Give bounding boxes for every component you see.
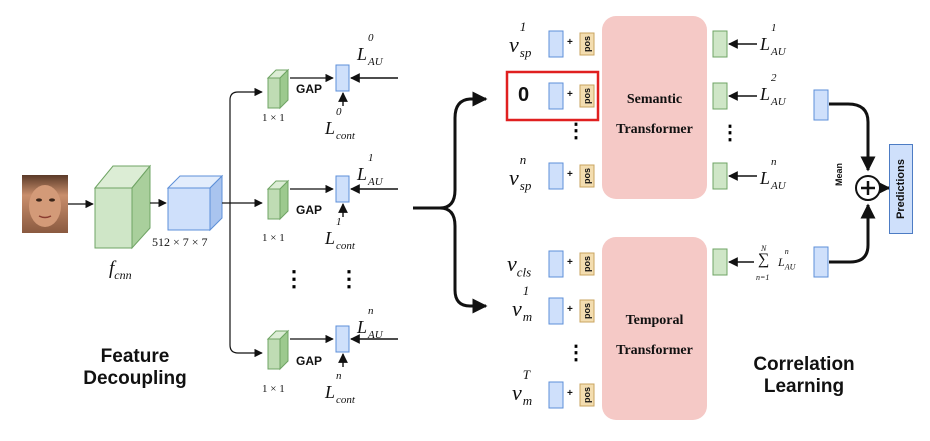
feature-shape-label: 512 × 7 × 7 (152, 235, 208, 249)
output-n (712, 162, 757, 190)
conv-size-label-1: 1 × 1 (262, 232, 285, 244)
left-dots-blue: ⋮ (338, 266, 360, 291)
token-row-v-sp-n (548, 162, 595, 190)
output-vector-n (712, 162, 728, 190)
split-arrow (413, 91, 488, 314)
plus-sign-v-sp-n: + (567, 169, 573, 180)
output-vector-sum (712, 248, 728, 276)
oplus-node (855, 175, 881, 201)
conv-size-label-0: 1 × 1 (262, 112, 285, 124)
semantic-prediction-vector (813, 89, 829, 121)
token-row-v-m-t (548, 381, 595, 409)
right-dots-outputs: ⋮ (720, 122, 740, 144)
face-image (22, 175, 68, 233)
branch-n (266, 325, 398, 371)
pos-label-v-m-1: pos (582, 302, 592, 320)
pos-box-zero (579, 84, 595, 108)
pos-label-v-sp-1: pos (582, 35, 592, 53)
semantic-transformer: Semantic Transformer (602, 16, 707, 199)
cnn-block (93, 164, 152, 250)
zero-token-highlight (505, 70, 600, 122)
predictions-label: Predictions (895, 159, 907, 219)
cnn-label: fcnn (109, 258, 132, 282)
conv-size-label-n: 1 × 1 (262, 383, 285, 395)
correlation-learning-title: Correlation Learning (753, 354, 855, 397)
pos-label-v-cls: pos (582, 255, 592, 273)
mean-label: Mean (834, 162, 844, 186)
token-embedding-v-sp-1 (548, 30, 564, 58)
right-dots-tokens-bottom: ⋮ (566, 342, 586, 364)
temporal-prediction-vector (813, 246, 829, 278)
aggregation-lines (829, 102, 891, 264)
plus-sign-v-cls: + (567, 257, 573, 268)
token-embedding-v-m-1 (548, 297, 564, 325)
pos-label-v-m-t: pos (582, 386, 592, 404)
v-cls-label: vcls (507, 251, 532, 280)
token-embedding-zero (548, 82, 564, 110)
pos-box-v-m-t (579, 383, 595, 407)
au-feature-1 (335, 175, 350, 203)
feature-cube (166, 174, 224, 232)
pos-label-v-sp-n: pos (582, 167, 592, 185)
temporal-transformer: Temporal Transformer (602, 237, 707, 420)
au-feature-0 (335, 64, 350, 92)
branch-lines (222, 87, 263, 358)
temporal-transformer-label-1: Temporal (625, 313, 684, 328)
semantic-transformer-label-1: Semantic (626, 92, 683, 107)
predictions-box: Predictions (889, 144, 913, 234)
pos-box-v-cls (579, 252, 595, 276)
token-embedding-v-m-t (548, 381, 564, 409)
token-row-v-cls (548, 250, 595, 278)
token-embedding-v-cls (548, 250, 564, 278)
gap-label-0: GAP (296, 82, 323, 96)
conv-slab-1 (266, 179, 290, 221)
plus-sign-zero: + (567, 89, 573, 100)
token-row-zero (548, 82, 595, 110)
pos-box-v-sp-n (579, 164, 595, 188)
pos-box-v-m-1 (579, 299, 595, 323)
pos-label-zero: pos (582, 87, 592, 105)
pos-box-v-sp-1 (579, 32, 595, 56)
zero-token-label: 0 (518, 84, 530, 106)
plus-sign-v-m-1: + (567, 304, 573, 315)
right-dots-tokens-top: ⋮ (566, 120, 586, 142)
feature-decoupling-title: Feature Decoupling (83, 346, 187, 389)
output-2 (712, 82, 757, 110)
gap-label-n: GAP (296, 354, 323, 368)
output-vector-1 (712, 30, 728, 58)
left-dots-conv: ⋮ (283, 266, 305, 291)
branch-1 (266, 175, 398, 221)
token-row-v-sp-1 (548, 30, 595, 58)
token-embedding-v-sp-n (548, 162, 564, 190)
output-sum (712, 248, 754, 276)
conv-slab-0 (266, 68, 290, 110)
conv-slab-n (266, 329, 290, 371)
plus-sign-v-sp-1: + (567, 37, 573, 48)
plus-sign-v-m-t: + (567, 388, 573, 399)
output-1 (712, 30, 757, 58)
temporal-transformer-label-2: Transformer (616, 343, 693, 358)
semantic-transformer-label-2: Transformer (616, 122, 693, 137)
output-vector-2 (712, 82, 728, 110)
token-row-v-m-1 (548, 297, 595, 325)
gap-label-1: GAP (296, 203, 323, 217)
au-feature-n (335, 325, 350, 353)
branch-0 (266, 64, 398, 110)
